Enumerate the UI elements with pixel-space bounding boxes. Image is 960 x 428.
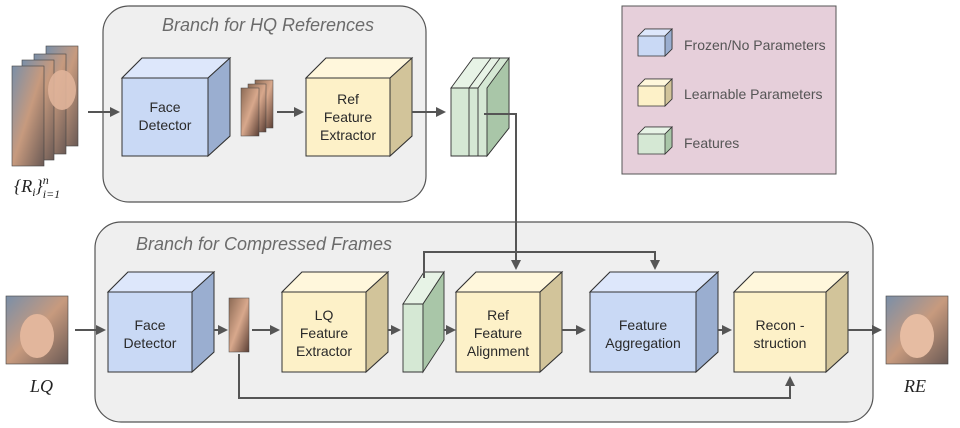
hq-cropped-faces (240, 79, 274, 137)
ref-features-stack (450, 56, 510, 158)
svg-text:Frozen/No Parameters: Frozen/No Parameters (684, 37, 826, 53)
svg-text:Recon -struction: Recon -struction (754, 317, 807, 351)
arrow-lq-features-to-aggregation (423, 251, 660, 278)
lq-input-image (5, 295, 69, 365)
svg-text:Features: Features (684, 135, 739, 151)
svg-text:Learnable Parameters: Learnable Parameters (684, 86, 823, 102)
re-output-image (885, 295, 949, 365)
arrow-skip-to-reconstruction (238, 354, 795, 399)
arrow-ref-features-to-alignment (484, 113, 521, 270)
lq-cropped-face (228, 297, 250, 353)
re-label: RE (903, 376, 926, 396)
hq-branch-title: Branch for HQ References (162, 15, 374, 35)
lq-label: LQ (29, 376, 53, 396)
legend-item-frozen: Frozen/No Parameters (637, 28, 826, 57)
reconstruction-block: Recon -struction (732, 270, 850, 374)
legend-item-features: Features (637, 126, 739, 155)
compressed-branch-title: Branch for Compressed Frames (136, 234, 392, 254)
lq-features-slab (402, 270, 445, 374)
hq-reference-images (11, 45, 79, 167)
legend-item-learnable: Learnable Parameters (637, 78, 823, 107)
